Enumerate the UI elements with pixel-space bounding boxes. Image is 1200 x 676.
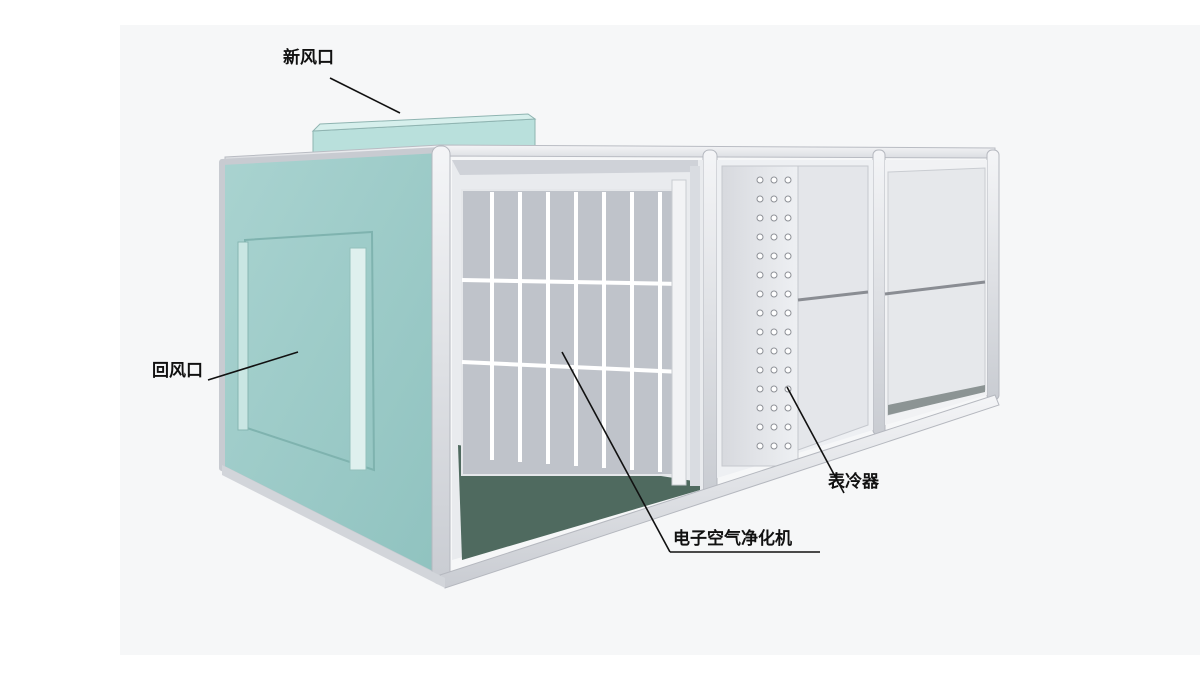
tube-hole — [784, 195, 792, 203]
tube-hole — [784, 366, 792, 374]
tube-hole — [784, 290, 792, 298]
tube-hole — [756, 290, 764, 298]
tube-hole — [770, 347, 778, 355]
leader-purifier — [561, 351, 671, 553]
tube-hole — [784, 328, 792, 336]
tube-hole — [756, 195, 764, 203]
leader-fresh-air — [329, 77, 401, 114]
tube-hole — [756, 252, 764, 260]
tube-hole — [784, 347, 792, 355]
base-rail-left — [222, 465, 445, 588]
tube-hole — [770, 214, 778, 222]
tube-hole — [770, 233, 778, 241]
tube-hole — [784, 176, 792, 184]
tube-hole — [770, 271, 778, 279]
label-electronic-air-purifier: 电子空气净化机 — [673, 528, 792, 549]
tube-hole — [756, 176, 764, 184]
tube-hole — [756, 233, 764, 241]
tube-hole — [784, 252, 792, 260]
cooler-tube-holes — [756, 176, 792, 450]
tube-hole — [756, 309, 764, 317]
label-fresh-air-inlet: 新风口 — [283, 47, 334, 68]
tube-hole — [784, 233, 792, 241]
tube-hole — [770, 309, 778, 317]
cooler-section — [717, 160, 873, 478]
label-surface-cooler: 表冷器 — [828, 471, 880, 492]
tube-hole — [770, 404, 778, 412]
tube-hole — [784, 423, 792, 431]
label-return-air-inlet: 回风口 — [152, 361, 203, 381]
tube-hole — [756, 328, 764, 336]
tube-hole — [756, 271, 764, 279]
return-air-side-panel — [219, 147, 451, 585]
tube-hole — [770, 252, 778, 260]
tube-hole — [784, 309, 792, 317]
tube-hole — [756, 442, 764, 450]
leader-lines — [207, 77, 845, 553]
tube-hole — [770, 176, 778, 184]
tube-hole — [756, 385, 764, 393]
tube-hole — [770, 423, 778, 431]
tube-hole — [770, 442, 778, 450]
tube-hole — [770, 328, 778, 336]
tube-hole — [756, 347, 764, 355]
tube-hole — [756, 214, 764, 222]
tube-hole — [770, 195, 778, 203]
tube-hole — [784, 271, 792, 279]
tube-hole — [770, 366, 778, 374]
leader-return-air — [207, 351, 299, 381]
leader-cooler — [786, 386, 845, 494]
end-section — [884, 160, 987, 425]
tube-hole — [784, 442, 792, 450]
tube-hole — [756, 404, 764, 412]
tube-hole — [770, 290, 778, 298]
tube-hole — [784, 214, 792, 222]
purifier-filter-grid — [461, 189, 683, 476]
purifier-section — [452, 160, 703, 560]
tube-hole — [756, 423, 764, 431]
tube-hole — [784, 404, 792, 412]
tube-hole — [756, 366, 764, 374]
tube-hole — [770, 385, 778, 393]
